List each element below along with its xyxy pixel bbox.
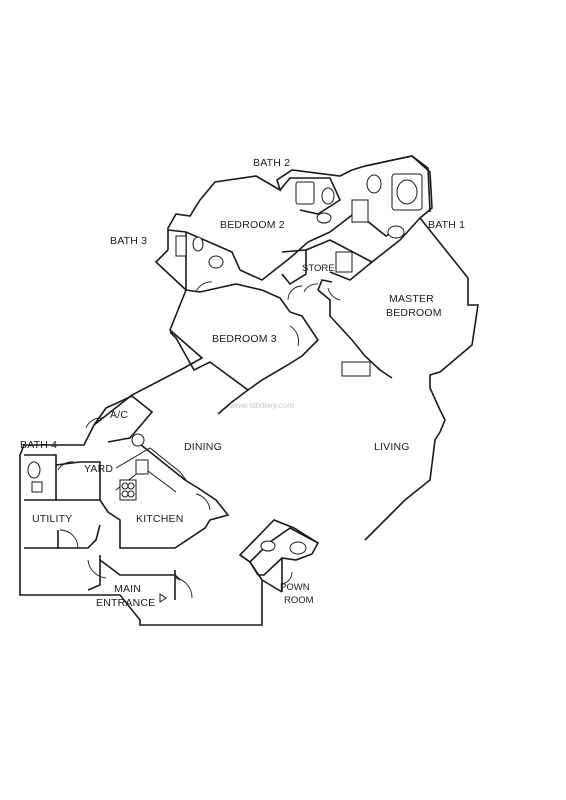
label-utility: UTILITY (32, 513, 73, 525)
label-yard: YARD (84, 463, 113, 475)
door-swings (57, 281, 341, 599)
label-ac: A/C (110, 409, 128, 421)
label-master-1: MASTER (389, 293, 434, 305)
exterior-walls (19, 155, 479, 626)
watermark: www.stbdiary.com (230, 401, 294, 410)
label-bedroom2: BEDROOM 2 (220, 219, 285, 231)
label-kitchen: KITCHEN (136, 513, 184, 525)
room-labels: BATH 2 BEDROOM 2 BATH 1 BATH 3 STORE MAS… (20, 157, 465, 609)
label-powder-2: ROOM (284, 595, 314, 606)
label-main-2: ENTRANCE (96, 597, 155, 609)
sanitary-fixtures (27, 173, 423, 603)
label-master-2: BEDROOM (386, 307, 442, 319)
label-dining: DINING (184, 441, 222, 453)
label-bath3: BATH 3 (110, 235, 147, 247)
label-main-1: MAIN (114, 583, 141, 595)
label-bath4: BATH 4 (20, 439, 57, 451)
label-bedroom3: BEDROOM 3 (212, 333, 277, 345)
label-store: STORE (302, 263, 335, 274)
label-bath2: BATH 2 (253, 157, 290, 169)
label-powder-1: POWN (280, 582, 310, 593)
label-living: LIVING (374, 441, 410, 453)
label-bath1: BATH 1 (428, 219, 465, 231)
interior-walls (24, 177, 421, 600)
